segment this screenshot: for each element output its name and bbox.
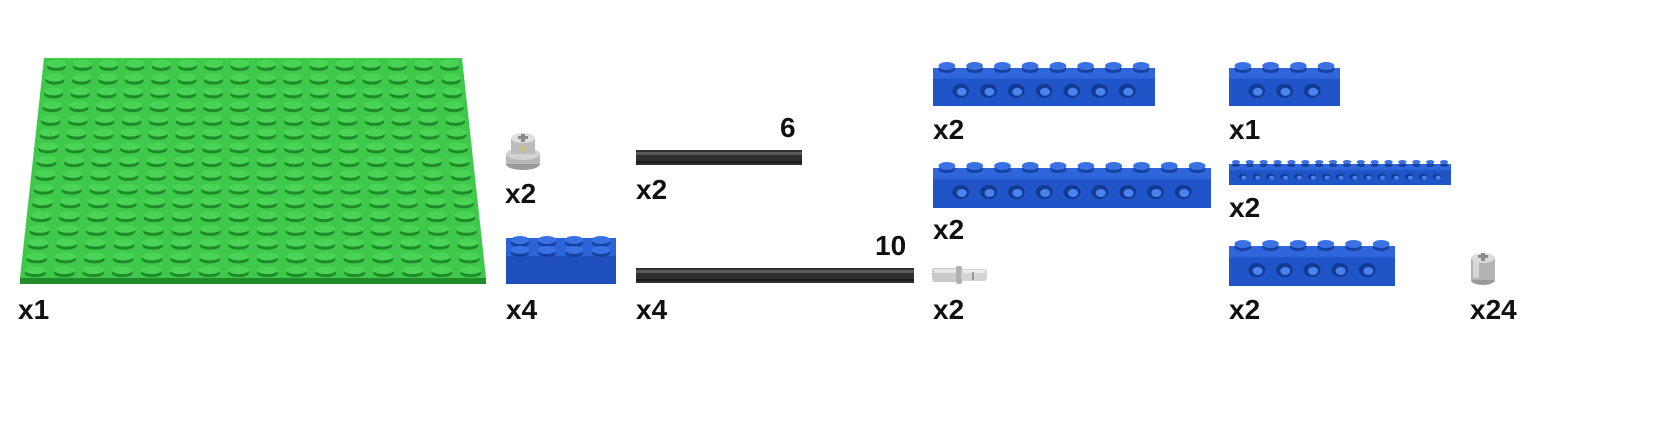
connector-peg-icon bbox=[932, 264, 990, 286]
brick-2x4 bbox=[506, 226, 618, 286]
technic-brick-1x10 bbox=[933, 160, 1211, 208]
technic-brick-1x8 bbox=[933, 60, 1155, 106]
bush-qty: x24 bbox=[1470, 294, 1517, 325]
technic-brick-1x6 bbox=[1229, 238, 1395, 286]
technic-brick-1x16 bbox=[1229, 160, 1451, 185]
green-baseplate bbox=[18, 56, 488, 286]
axle-6-length-label: 6 bbox=[780, 112, 796, 143]
technic-brick-1x10-qty: x2 bbox=[933, 214, 965, 245]
bush-icon bbox=[1470, 250, 1496, 286]
technic-brick-1x4 bbox=[1229, 60, 1340, 106]
bush-small-qty: x2 bbox=[505, 178, 537, 209]
axle-6-qty: x2 bbox=[636, 174, 668, 205]
bush-icon bbox=[505, 132, 541, 172]
axle-10 bbox=[636, 268, 916, 284]
technic-brick-1x8-qty: x2 bbox=[933, 114, 965, 145]
technic-brick-1x4-qty: x1 bbox=[1229, 114, 1261, 145]
axle-10-qty: x4 bbox=[636, 294, 668, 325]
axle-10-length-label: 10 bbox=[875, 230, 907, 261]
technic-brick-1x6-qty: x2 bbox=[1229, 294, 1261, 325]
baseplate-qty: x1 bbox=[18, 294, 50, 325]
brick-2x4-qty: x4 bbox=[506, 294, 538, 325]
connector-peg-qty: x2 bbox=[933, 294, 965, 325]
technic-brick-1x16-qty: x2 bbox=[1229, 192, 1261, 223]
axle-6 bbox=[636, 150, 804, 166]
